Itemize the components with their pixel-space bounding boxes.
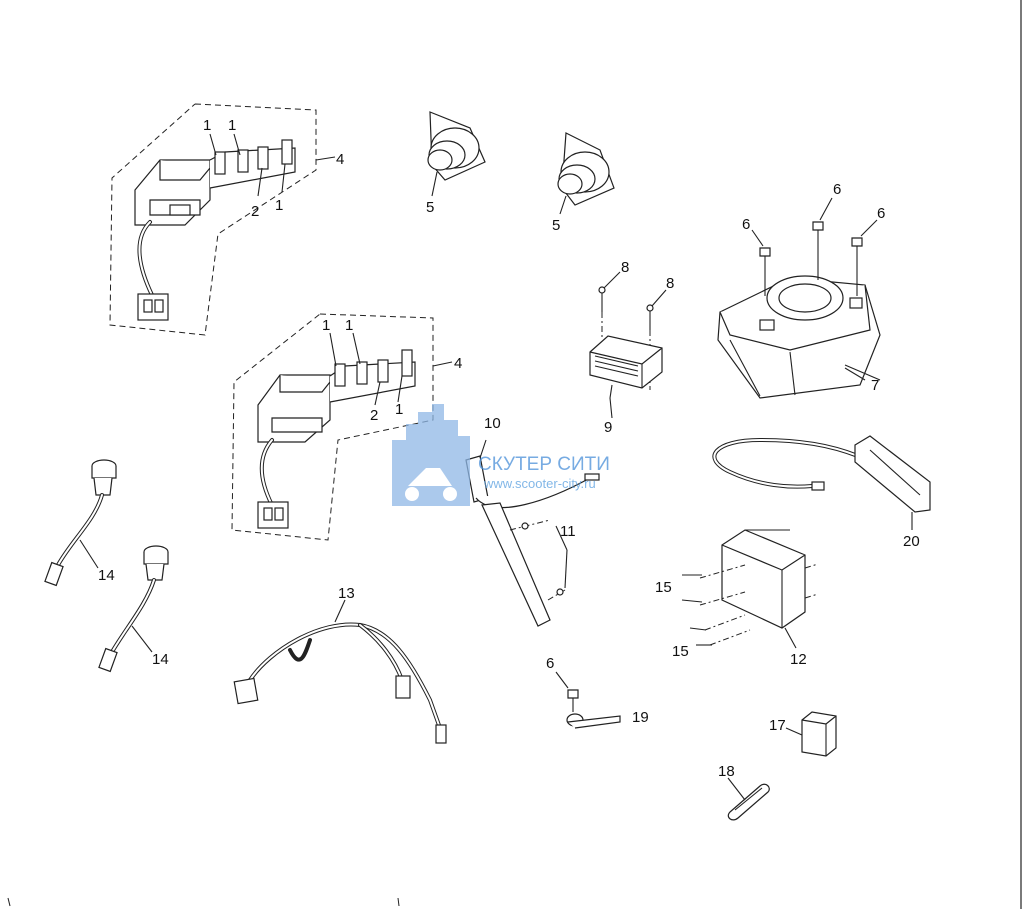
- switch-14-lower: [98, 545, 169, 673]
- label-13: 13: [338, 585, 355, 602]
- label-4-a: 4: [336, 151, 344, 168]
- label-6-a: 6: [742, 216, 750, 233]
- speaker-left: [427, 111, 486, 197]
- fuse-18: [727, 777, 770, 821]
- switch-14-upper: [44, 459, 117, 587]
- label-1-c: 1: [275, 197, 283, 214]
- label-6-d: 6: [546, 655, 554, 672]
- label-11: 11: [560, 523, 576, 540]
- label-2-a: 2: [251, 203, 259, 220]
- relay-12: [681, 529, 819, 649]
- label-15-b: 15: [672, 643, 689, 660]
- antenna-10: [465, 439, 600, 627]
- label-6-c: 6: [877, 205, 885, 222]
- label-1-a: 1: [203, 117, 211, 134]
- label-5-a: 5: [426, 199, 434, 216]
- electronic-module-9: [589, 335, 663, 419]
- label-5-b: 5: [552, 217, 560, 234]
- callout-labels: 1 1 2 1 4 1 1 2 1 4 5 5 6 6 6 7 8 8 9 10…: [98, 117, 920, 780]
- label-1-e: 1: [345, 317, 353, 334]
- label-1-d: 1: [322, 317, 330, 334]
- label-18: 18: [718, 763, 735, 780]
- label-1-b: 1: [228, 117, 236, 134]
- speaker-right: [557, 132, 615, 215]
- housing-7: [717, 197, 881, 399]
- watermark-name: СКУТЕР СИТИ: [478, 454, 610, 475]
- label-20: 20: [903, 533, 920, 550]
- watermark-url: www.scooter-city.ru: [483, 476, 596, 491]
- screw-8-left: [598, 271, 621, 340]
- label-8-b: 8: [666, 275, 674, 292]
- watermark: СКУТЕР СИТИ www.scooter-city.ru: [392, 404, 610, 506]
- label-8-a: 8: [621, 259, 629, 276]
- label-2-b: 2: [370, 407, 378, 424]
- label-4-b: 4: [454, 355, 462, 372]
- label-15-a: 15: [655, 579, 672, 596]
- label-9: 9: [604, 419, 612, 436]
- clamp-19: [555, 671, 621, 729]
- label-1-f: 1: [395, 401, 403, 418]
- fuse-box-upper: [109, 103, 336, 336]
- label-19: 19: [632, 709, 649, 726]
- label-10: 10: [484, 415, 501, 432]
- fuse-box-lower: [231, 313, 453, 541]
- label-14-a: 14: [98, 567, 115, 584]
- city-skyline-logo-icon: [392, 404, 470, 506]
- label-14-b: 14: [152, 651, 169, 668]
- label-6-b: 6: [833, 181, 841, 198]
- label-12: 12: [790, 651, 807, 668]
- label-7: 7: [871, 377, 879, 394]
- label-17: 17: [769, 717, 786, 734]
- block-17: [785, 711, 837, 757]
- sensor-20: [712, 435, 931, 530]
- wiring-harness-13: [233, 599, 447, 744]
